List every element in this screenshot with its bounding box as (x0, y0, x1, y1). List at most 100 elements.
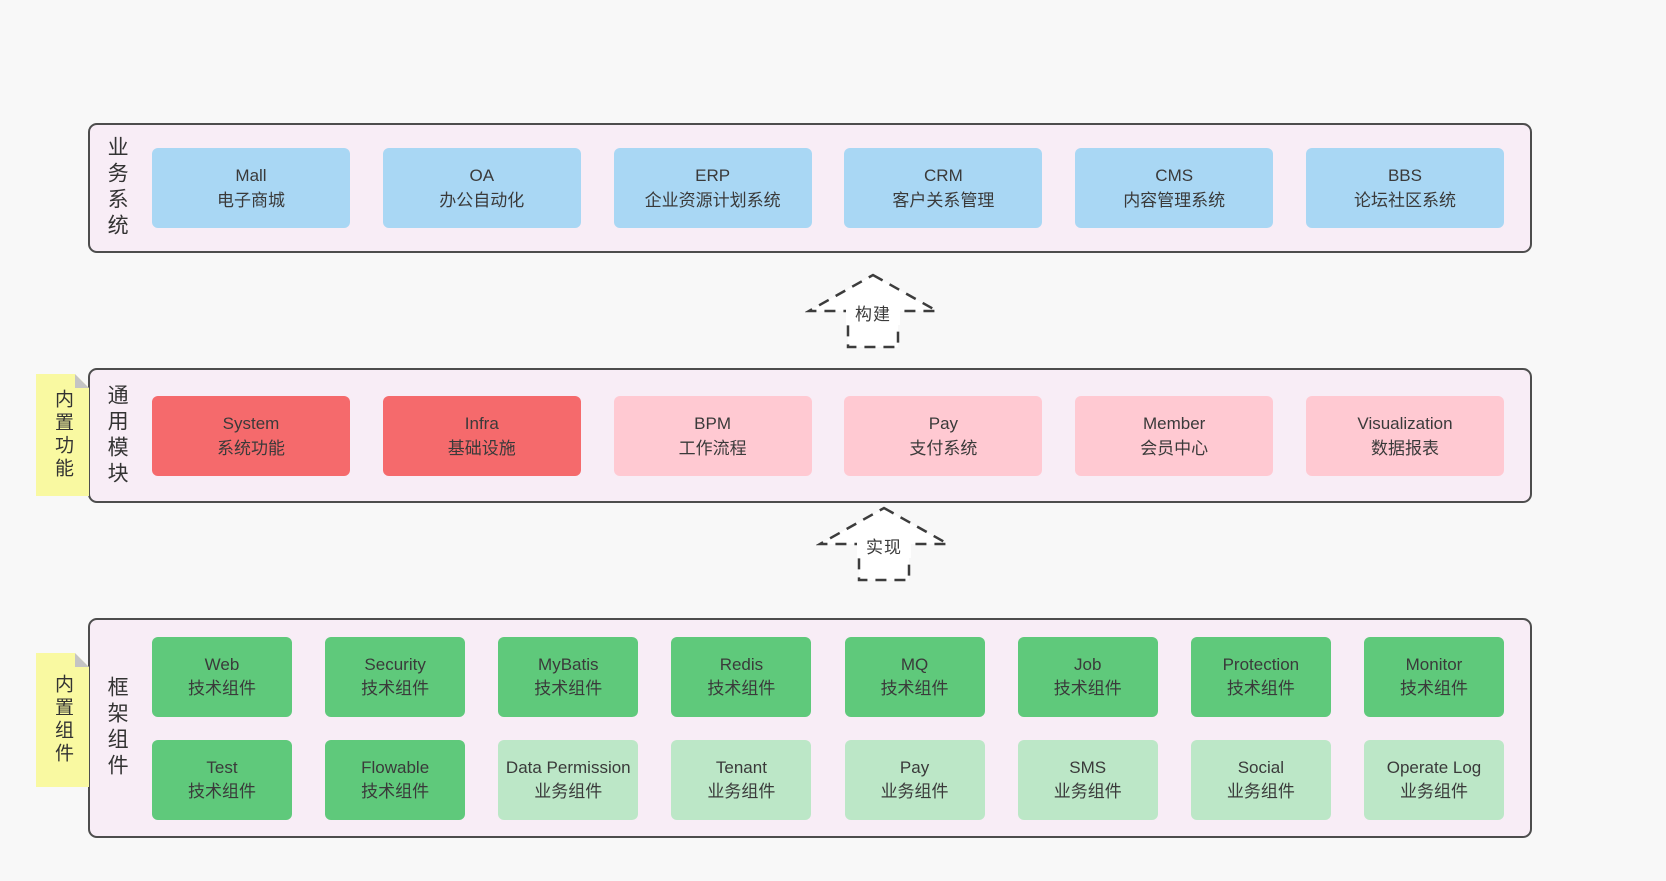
box-title: OA (469, 166, 495, 185)
box-title: System (222, 413, 280, 433)
box-bpm: BPM 工作流程 (613, 395, 812, 476)
box-subtitle: 业务组件 (880, 781, 949, 801)
box-bbs: BBS 论坛社区系统 (1305, 148, 1504, 228)
box-title: Data Permission (505, 757, 631, 777)
implement-arrow-label: 实现 (866, 538, 902, 557)
box-title: Member (1143, 413, 1206, 433)
box-subtitle: 数据报表 (1370, 438, 1439, 458)
box-title: Protection (1222, 654, 1300, 674)
box-title: MQ (900, 654, 929, 674)
build-arrow: 构建 (805, 272, 941, 350)
box-subtitle: 客户关系管理 (892, 191, 995, 210)
band-business-systems: 业务系统 Mall 电子商城 OA 办公自动化 ERP 企业资源计划系统 CRM… (88, 123, 1532, 253)
box-subtitle: 技术组件 (1053, 678, 1122, 698)
build-arrow-label: 构建 (855, 305, 891, 324)
box-title: Pay (899, 757, 930, 777)
box-title: Job (1073, 654, 1102, 674)
box-visualization: Visualization 数据报表 (1305, 395, 1504, 476)
box-subtitle: 技术组件 (188, 781, 256, 801)
box-oa: OA 办公自动化 (382, 148, 581, 228)
box-mall: Mall 电子商城 (152, 148, 350, 228)
box-subtitle: 业务组件 (1399, 781, 1468, 801)
box-subtitle: 业务组件 (707, 781, 776, 801)
box-mybatis: MyBatis 技术组件 (498, 636, 639, 717)
box-subtitle: 企业资源计划系统 (644, 191, 781, 210)
box-subtitle: 技术组件 (880, 678, 949, 698)
box-subtitle: 基础设施 (447, 438, 516, 458)
box-test: Test 技术组件 (152, 739, 292, 820)
box-title: Visualization (1357, 413, 1453, 433)
box-protection: Protection 技术组件 (1190, 636, 1331, 717)
band-label-business-systems: 业务系统 (105, 136, 129, 240)
sticky-note-built-in-components: 内置组件 (36, 653, 89, 787)
box-social: Social 业务组件 (1190, 739, 1331, 820)
band-framework-components-content: Web 技术组件 Security 技术组件 MyBatis 技术组件 Redi… (152, 620, 1504, 836)
sticky-note-text: 内置组件 (52, 674, 73, 766)
box-subtitle: 技术组件 (1226, 678, 1295, 698)
box-title: BPM (694, 413, 732, 433)
box-title: Security (364, 654, 426, 674)
box-title: Flowable (361, 757, 430, 777)
up-arrow-icon (816, 506, 952, 582)
sticky-note-text: 内置功能 (52, 389, 73, 481)
box-title: Pay (928, 413, 959, 433)
box-data-permission: Data Permission 业务组件 (498, 739, 639, 820)
band-common-modules: 通用模块 System 系统功能 Infra 基础设施 BPM 工作流程 Pay… (88, 368, 1532, 503)
box-subtitle: 技术组件 (707, 678, 776, 698)
box-infra: Infra 基础设施 (382, 395, 581, 476)
box-title: Test (206, 757, 238, 777)
box-subtitle: 技术组件 (361, 781, 430, 801)
box-subtitle: 办公自动化 (439, 191, 525, 210)
band-common-modules-content: System 系统功能 Infra 基础设施 BPM 工作流程 Pay 支付系统… (152, 370, 1504, 501)
box-title: Web (204, 654, 240, 674)
box-title: Tenant (715, 757, 767, 777)
box-flowable: Flowable 技术组件 (325, 739, 466, 820)
box-sms: SMS 业务组件 (1017, 739, 1158, 820)
box-title: SMS (1069, 757, 1107, 777)
box-subtitle: 业务组件 (1226, 781, 1295, 801)
box-pay: Pay 支付系统 (844, 395, 1043, 476)
sticky-note-built-in-features: 内置功能 (36, 374, 89, 496)
box-title: Infra (464, 413, 499, 433)
box-title: Social (1237, 757, 1284, 777)
box-subtitle: 工作流程 (678, 438, 747, 458)
box-monitor: Monitor 技术组件 (1363, 636, 1504, 717)
box-title: ERP (695, 166, 731, 185)
box-redis: Redis 技术组件 (671, 636, 812, 717)
box-title: Mall (235, 166, 267, 185)
box-subtitle: 技术组件 (534, 678, 603, 698)
box-tenant: Tenant 业务组件 (671, 739, 812, 820)
box-title: CMS (1155, 166, 1194, 185)
box-crm: CRM 客户关系管理 (844, 148, 1043, 228)
box-title: MyBatis (538, 654, 599, 674)
band-label-common-modules: 通用模块 (105, 383, 129, 488)
folded-corner-icon (75, 374, 89, 388)
box-subtitle: 业务组件 (1053, 781, 1122, 801)
box-subtitle: 业务组件 (534, 781, 603, 801)
box-pay-component: Pay 业务组件 (844, 739, 985, 820)
box-subtitle: 内容管理系统 (1123, 191, 1226, 210)
box-subtitle: 技术组件 (361, 678, 430, 698)
box-subtitle: 支付系统 (909, 438, 978, 458)
box-title: Operate Log (1386, 757, 1482, 777)
box-subtitle: 会员中心 (1140, 438, 1209, 458)
box-web: Web 技术组件 (152, 636, 292, 717)
box-mq: MQ 技术组件 (844, 636, 985, 717)
up-arrow-icon (805, 273, 941, 349)
box-subtitle: 技术组件 (188, 678, 256, 698)
box-cms: CMS 内容管理系统 (1075, 148, 1274, 228)
box-title: Monitor (1405, 654, 1463, 674)
band-label-framework-components: 框架组件 (105, 676, 129, 780)
box-subtitle: 论坛社区系统 (1353, 191, 1456, 210)
box-erp: ERP 企业资源计划系统 (613, 148, 812, 228)
box-system: System 系统功能 (152, 395, 350, 476)
box-title: BBS (1387, 166, 1422, 185)
box-job: Job 技术组件 (1017, 636, 1158, 717)
box-title: Redis (719, 654, 764, 674)
folded-corner-icon (75, 653, 89, 667)
box-operate-log: Operate Log 业务组件 (1363, 739, 1504, 820)
box-title: CRM (924, 166, 963, 185)
box-subtitle: 电子商城 (217, 191, 285, 210)
band-business-systems-content: Mall 电子商城 OA 办公自动化 ERP 企业资源计划系统 CRM 客户关系… (152, 125, 1504, 251)
